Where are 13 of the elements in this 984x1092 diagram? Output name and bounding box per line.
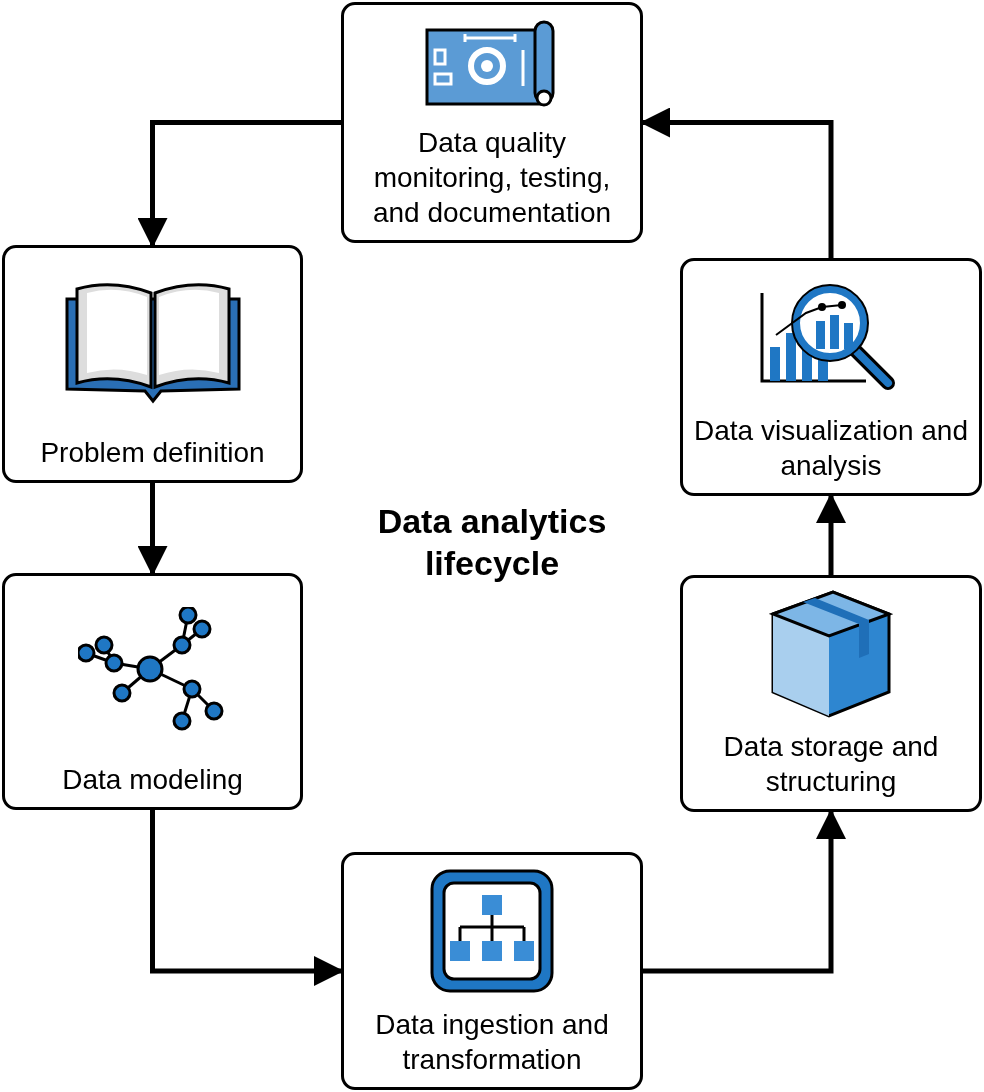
- process-box: [680, 575, 982, 812]
- node-label: Data ingestion and transformation: [374, 1008, 610, 1077]
- process-box: [341, 852, 643, 1090]
- node-label: Data quality monitoring, testing, and documentation: [371, 126, 613, 230]
- node-label: Data storage and structuring: [722, 730, 940, 799]
- diagram-title: Data analytics lifecycle: [376, 501, 608, 584]
- process-box: [2, 573, 303, 810]
- process-box: [341, 2, 643, 243]
- node-label: Data modeling: [61, 763, 244, 797]
- node-label: Data visualization and analysis: [693, 414, 969, 483]
- node-label: Problem definition: [39, 436, 266, 470]
- process-box: [2, 245, 303, 483]
- process-box: [680, 258, 982, 496]
